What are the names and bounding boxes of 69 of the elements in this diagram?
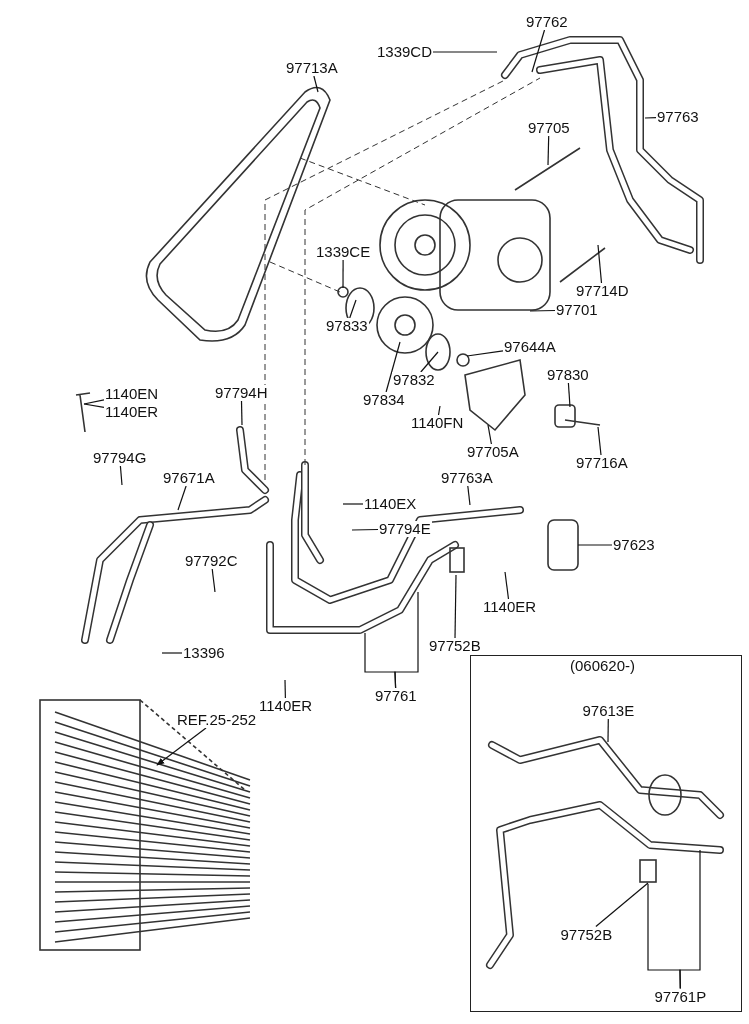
part-number: 97830: [546, 367, 590, 383]
part-number: 1140ER: [258, 698, 314, 714]
part-number: 1140EN: [104, 386, 160, 402]
part-number: 97792C: [184, 553, 239, 569]
part-number: 97713A: [285, 60, 339, 76]
part-number: 97716A: [575, 455, 629, 471]
leader-line: [577, 544, 613, 546]
leader-line: [240, 400, 243, 426]
part-number: 97714D: [575, 283, 630, 299]
date-note: (060620-): [569, 658, 637, 674]
part-number: 97794H: [214, 385, 269, 401]
part-number: 13396: [182, 645, 226, 661]
part-number: 97762: [525, 14, 569, 30]
part-number: 1339CD: [376, 44, 434, 60]
leader-line: [595, 882, 649, 928]
leader-line: [597, 426, 602, 456]
part-number: 1140EX: [363, 496, 418, 512]
leader-line: [177, 485, 187, 511]
arrow: [156, 727, 207, 766]
leader-line: [342, 503, 364, 505]
part-number: 97794E: [378, 521, 432, 537]
part-number: 97671A: [162, 470, 216, 486]
part-number: 97705A: [466, 444, 520, 460]
part-number: 1339CE: [315, 244, 372, 260]
leader-line: [504, 571, 510, 600]
leader-line: [161, 652, 183, 654]
part-number: 97701: [555, 302, 599, 318]
leader-line: [567, 382, 571, 408]
inset-panel: [470, 655, 742, 1012]
part-number: 97763A: [440, 470, 494, 486]
leader-line: [211, 568, 216, 593]
leader-line: [487, 424, 492, 445]
leader-line: [342, 259, 344, 289]
leader-line: [394, 591, 419, 689]
part-number: 97794G: [92, 450, 148, 466]
leader-line: [531, 29, 546, 73]
part-number: 1140ER: [482, 599, 538, 615]
leader-line: [597, 244, 603, 284]
leader-line: [83, 399, 105, 405]
leader-line: [119, 465, 123, 486]
part-number: 97761: [374, 688, 418, 704]
part-number: 97644A: [503, 339, 557, 355]
part-number: 97752B: [428, 638, 482, 654]
leader-line: [432, 51, 498, 53]
leader-line: [529, 309, 556, 312]
part-number: 97834: [362, 392, 406, 408]
leader-line: [351, 528, 379, 531]
leader-line: [454, 574, 457, 639]
leader-line: [466, 350, 504, 357]
leader-line: [83, 403, 105, 408]
part-number: 97705: [527, 120, 571, 136]
part-number: REF.25-252: [176, 712, 258, 728]
leader-line: [644, 117, 657, 119]
leader-line: [313, 75, 319, 93]
leader-line: [607, 717, 609, 743]
part-number: 97832: [392, 372, 436, 388]
part-number: 97623: [612, 537, 656, 553]
leader-line: [679, 849, 701, 990]
leader-line: [467, 485, 471, 506]
part-number: 97763: [656, 109, 700, 125]
part-number: 97833: [325, 318, 369, 334]
leader-line: [437, 405, 441, 416]
leader-line: [547, 135, 550, 166]
part-number: 1140FN: [410, 415, 465, 431]
part-number: 1140ER: [104, 404, 160, 420]
leader-line: [385, 341, 401, 393]
leader-line: [349, 299, 357, 319]
leader-line: [284, 679, 286, 699]
leader-line: [420, 351, 439, 373]
